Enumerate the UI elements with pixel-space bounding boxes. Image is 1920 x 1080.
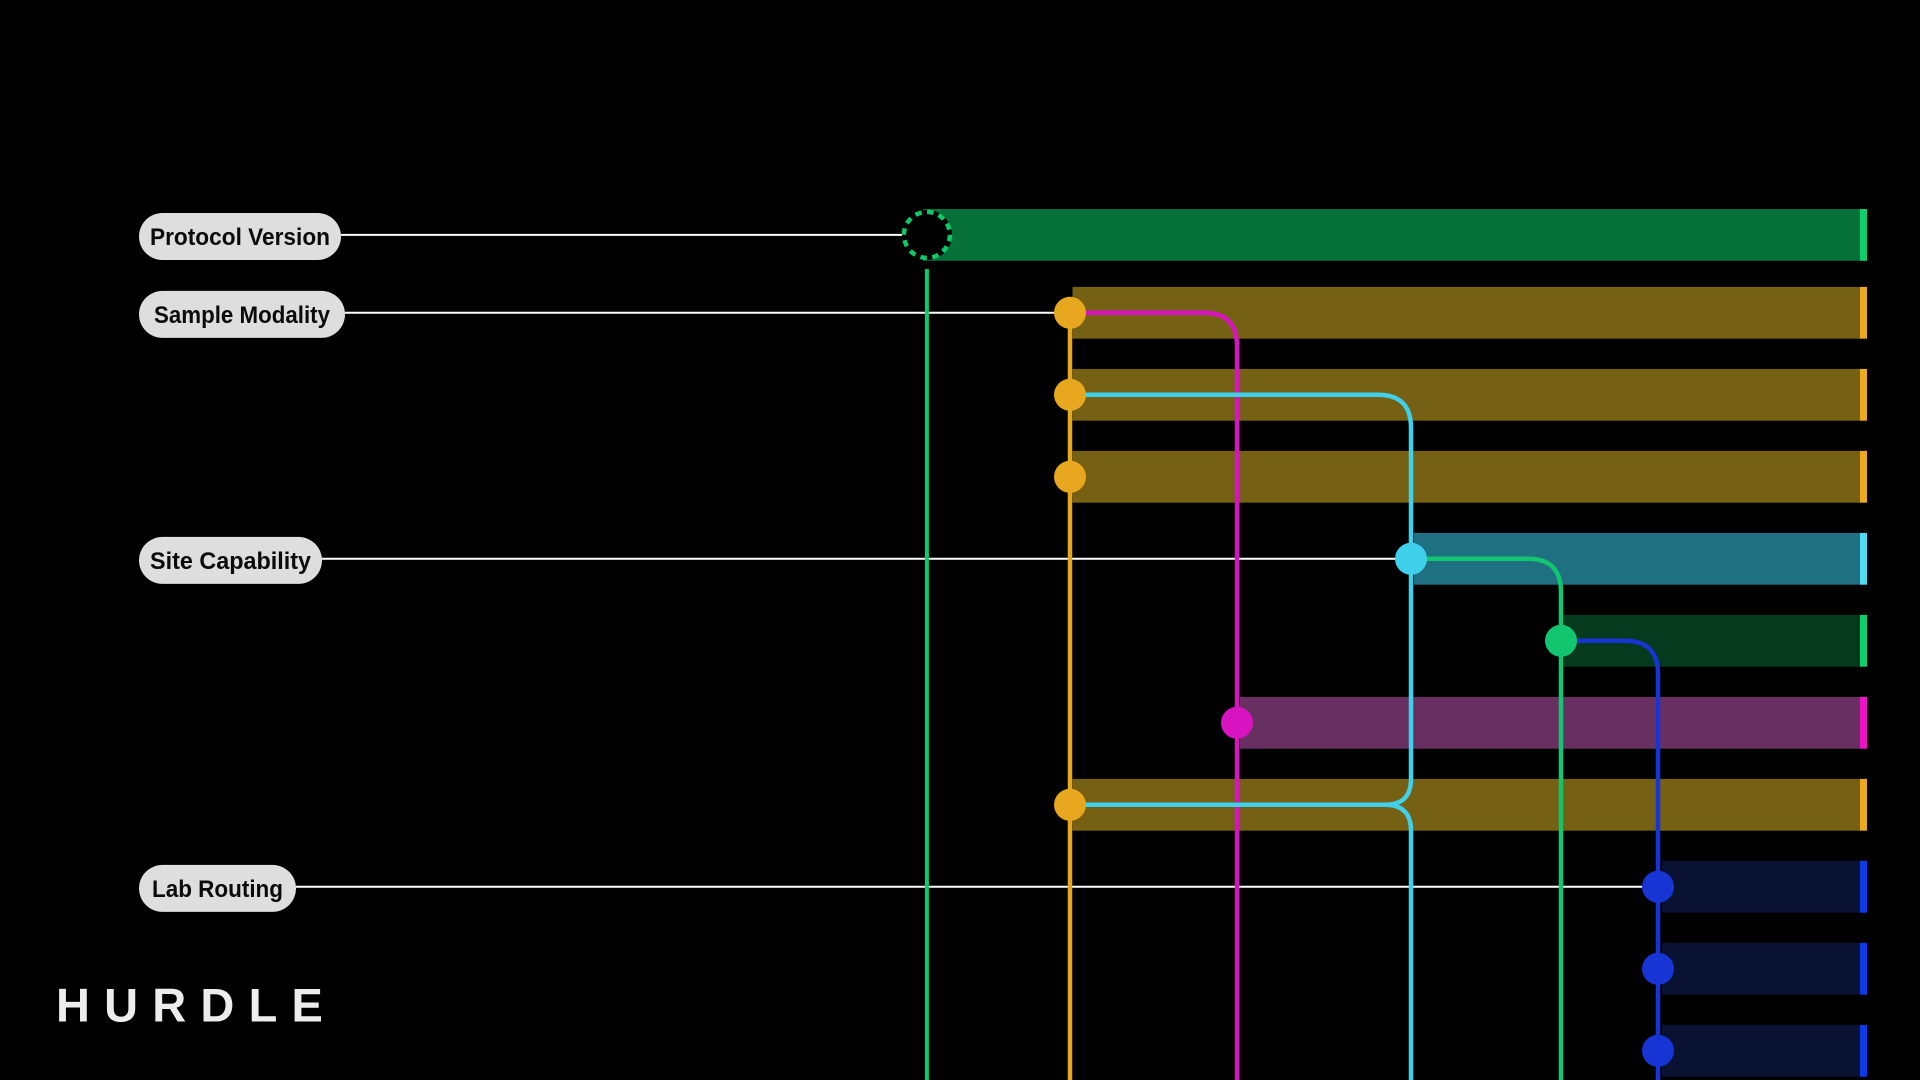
svg-text:Lab Routing: Lab Routing: [152, 876, 283, 903]
svg-text:Sample Modality: Sample Modality: [154, 302, 330, 329]
svg-text:Protocol Version: Protocol Version: [150, 224, 330, 251]
svg-text:HURDLE: HURDLE: [56, 979, 337, 1032]
svg-text:Site Capability: Site Capability: [150, 548, 311, 575]
